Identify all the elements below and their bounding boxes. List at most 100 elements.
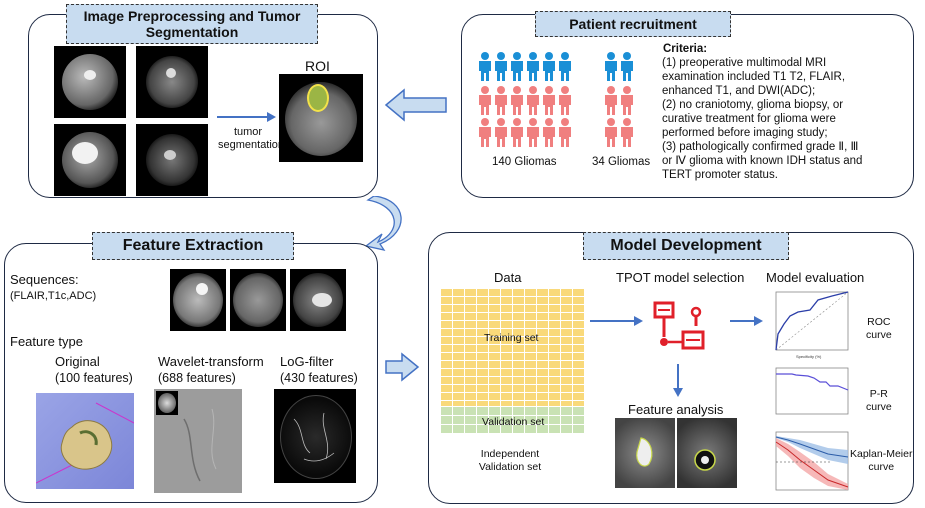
person-icon [511,118,523,147]
roc-curve-thumbnail: Specificity (%) [775,291,849,359]
mri-t2-image [54,124,126,196]
validation-set-label: Validation set [482,416,545,428]
roi-tumor-mask [307,84,329,112]
validation-set-block [440,406,584,434]
mri-adc-image [136,124,208,196]
person-icon [479,86,491,115]
person-icon [543,52,555,81]
training-set-label: Training set [484,332,539,344]
roc-label: ROC curve [866,316,892,342]
mri-flair-image [54,46,126,118]
sequence-adc-thumb [290,269,346,331]
roc-label-line-1: ROC [867,316,891,328]
person-icon [527,86,539,115]
person-icon [511,52,523,81]
log-filter-label: LoG-filter [280,354,334,369]
independent-line-1: Independent [480,448,540,460]
recruitment-to-preprocessing-arrow [384,88,447,122]
sequence-t1c-thumb [230,269,286,331]
independent-line-2: Validation set [478,460,542,473]
person-icon [479,118,491,147]
person-icon [559,52,571,81]
km-label: Kaplan-Meier curve [850,448,912,474]
wavelet-inset-thumb [156,391,178,415]
person-icon [621,52,633,81]
person-icon [621,86,633,115]
recruitment-title: Patient recruitment [535,11,731,37]
data-label: Data [494,270,522,285]
km-curve-thumbnail [775,431,849,491]
roi-image [279,74,363,162]
sequence-flair-thumb [170,269,226,331]
pr-label-line-2: curve [866,400,892,413]
criteria-line: performed before imaging study; [662,127,828,139]
person-icon [605,118,617,147]
log-filter-count: (430 features) [280,371,358,385]
training-set-block [440,288,584,406]
original-3d-render [36,393,134,489]
tpot-to-feature-analysis-arrow [673,364,683,397]
person-icon [543,118,555,147]
criteria-line: or Ⅳ glioma with known IDH status and [662,155,863,167]
person-icon [559,118,571,147]
pr-curve-thumbnail [775,367,849,415]
feature-analysis-image-1 [615,418,675,488]
person-icon [479,52,491,81]
feature-type-label: Feature type [10,334,83,349]
criteria-line: (1) preoperative multimodal MRI [662,57,827,69]
preprocessing-title: Image Preprocessing and Tumor Segmentati… [66,4,318,44]
pr-label-line-1: P-R [869,388,888,400]
criteria-line: curative treatment for glioma were [662,113,836,125]
tpot-label: TPOT model selection [616,270,745,285]
wavelet-label: Wavelet-transform [158,354,264,369]
evaluation-label: Model evaluation [766,270,865,285]
criteria-title: Criteria: [663,43,708,55]
pr-label: P-R curve [866,388,892,414]
km-label-line-2: curve [868,460,895,473]
feature-analysis-label: Feature analysis [628,402,724,417]
sequences-list: (FLAIR,T1c,ADC) [10,290,97,302]
feature-to-model-arrow [385,352,420,382]
sequences-label: Sequences: [10,272,79,287]
roi-label: ROI [305,58,330,74]
person-icon [621,118,633,147]
person-icon [605,86,617,115]
person-icon [559,86,571,115]
wavelet-count: (688 features) [158,371,236,385]
log-filter-image [274,389,356,483]
independent-validation-label: Independent Validation set [460,448,560,474]
mri-t1-image [136,46,208,118]
group-140-label: 140 Gliomas [492,156,557,168]
person-icon [495,118,507,147]
criteria-line: enhanced T1, and DWI(ADC); [662,85,816,97]
person-icon [527,52,539,81]
feature-extraction-title: Feature Extraction [92,232,294,260]
segmentation-label: tumor segmentation [218,126,285,152]
data-grid: Training set Validation set [440,288,584,434]
person-icon [495,52,507,81]
criteria-line: (2) no craniotomy, glioma biopsy, or [662,99,844,111]
tpot-to-evaluation-arrow [730,316,763,326]
person-icon [511,86,523,115]
criteria-line: examination included T1 T2, FLAIR, [662,71,846,83]
preprocessing-to-feature-arrow [364,196,402,251]
patient-icons-group-34 [605,52,633,147]
model-development-title: Model Development [583,232,789,260]
group-34-label: 34 Gliomas [592,156,651,168]
wavelet-image [154,389,242,493]
original-count: (100 features) [55,371,133,385]
roc-label-line-2: curve [866,328,892,341]
criteria-line: TERT promoter status. [662,169,778,181]
feature-analysis-image-2 [677,418,737,488]
person-icon [527,118,539,147]
person-icon [495,86,507,115]
original-label: Original [55,354,100,369]
person-icon [543,86,555,115]
patient-icons-group-140 [479,52,571,147]
tpot-pipeline-icon [653,301,705,350]
person-icon [605,52,617,81]
km-label-line-1: Kaplan-Meier [850,448,913,460]
data-to-tpot-arrow [590,316,643,326]
criteria-line: (3) pathologically confirmed grade Ⅱ, Ⅲ [662,141,859,153]
svg-text:Specificity (%): Specificity (%) [796,354,822,359]
